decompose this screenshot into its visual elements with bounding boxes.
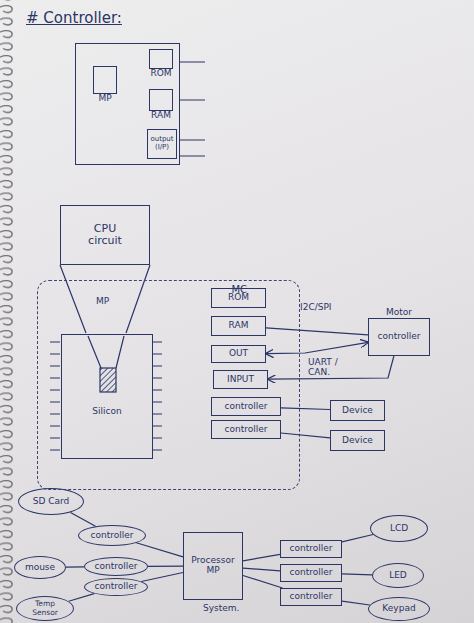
node-text: Device bbox=[342, 436, 373, 446]
controller-box: controller bbox=[280, 564, 342, 582]
memory-box: ROM bbox=[149, 49, 173, 69]
connector-line bbox=[243, 568, 280, 571]
io-box: INPUT bbox=[213, 370, 268, 389]
controller-box: controller bbox=[211, 420, 281, 439]
node-text: controller bbox=[290, 592, 333, 602]
node-text: RAM bbox=[130, 111, 192, 121]
node-text: Device bbox=[342, 406, 373, 416]
connector-line bbox=[342, 601, 370, 605]
controller-box: controller bbox=[280, 588, 342, 606]
node-text: controller bbox=[290, 544, 333, 554]
node-text: output (I/P) bbox=[148, 136, 176, 151]
silicon-die bbox=[100, 368, 116, 392]
connector-line bbox=[268, 356, 394, 379]
processor-box: Processor MP bbox=[183, 532, 243, 600]
node-text: Keypad bbox=[382, 604, 415, 614]
spiral-binding bbox=[0, 0, 16, 623]
node-text: ROM bbox=[130, 69, 192, 79]
connector-line bbox=[71, 512, 96, 526]
peripheral-oval: Temp Sensor bbox=[16, 596, 74, 621]
chip-pins bbox=[50, 342, 162, 450]
io-box: OUT bbox=[211, 345, 266, 363]
node-text: INPUT bbox=[227, 375, 254, 385]
controller-oval: controller bbox=[84, 557, 148, 576]
node-text: LCD bbox=[390, 524, 408, 534]
peripheral-oval: Keypad bbox=[368, 597, 430, 621]
node-text: controller bbox=[290, 568, 333, 578]
node-text: MP bbox=[74, 94, 136, 104]
mc-boundary: MCSiliconROMRAMOUTINPUTcontrollercontrol… bbox=[37, 280, 300, 490]
node-text: controller bbox=[378, 332, 421, 342]
controller-oval: controller bbox=[84, 578, 148, 596]
cpu-box: CPU circuit bbox=[60, 205, 150, 265]
controller-box: Motorcontroller bbox=[368, 318, 430, 356]
controller-oval: controller bbox=[78, 525, 146, 546]
node-text: Motor bbox=[349, 308, 449, 318]
node-text: Silicon bbox=[62, 407, 152, 417]
node-text: Temp Sensor bbox=[24, 600, 66, 617]
connector-line bbox=[342, 573, 372, 575]
node-text: controller bbox=[91, 531, 134, 541]
node-text: SD Card bbox=[33, 497, 70, 507]
connector-line bbox=[136, 543, 183, 557]
connector-line bbox=[281, 408, 330, 410]
connector-line bbox=[342, 535, 373, 542]
connector-line bbox=[243, 554, 280, 560]
note-label: System. bbox=[203, 603, 239, 613]
node-text: ROM bbox=[228, 293, 249, 303]
node-text: mouse bbox=[25, 563, 55, 573]
connector-line bbox=[266, 342, 368, 353]
mp-box: MP bbox=[93, 66, 117, 94]
connector-line bbox=[141, 573, 183, 582]
peripheral-oval: SD Card bbox=[18, 488, 84, 515]
controller-box: controller bbox=[280, 540, 342, 558]
node-text: Processor MP bbox=[190, 556, 236, 576]
edge-label: I2C/SPI bbox=[300, 302, 350, 312]
peripheral-oval: LED bbox=[372, 563, 424, 588]
connector-line bbox=[148, 566, 183, 567]
peripheral-oval: LCD bbox=[370, 515, 428, 542]
node-text: LED bbox=[389, 571, 407, 581]
device-box: Device bbox=[330, 430, 385, 451]
block-box: MP ROM RAM output (I/P) bbox=[75, 43, 180, 165]
chip-body: Silicon bbox=[61, 334, 153, 459]
connector-line bbox=[281, 433, 330, 438]
node-text: controller bbox=[95, 562, 138, 572]
node-text: controller bbox=[95, 582, 138, 592]
connector-line bbox=[66, 566, 84, 567]
page-title: # Controller: bbox=[26, 10, 122, 27]
memory-box: RAM bbox=[211, 316, 266, 336]
memory-box: RAM bbox=[149, 89, 173, 111]
connector-line bbox=[266, 328, 368, 335]
pin-lines bbox=[180, 62, 205, 156]
node-text: RAM bbox=[229, 321, 249, 331]
device-box: Device bbox=[330, 400, 385, 421]
connector-line bbox=[69, 594, 95, 602]
controller-box: controller bbox=[211, 397, 281, 416]
memory-box: ROM bbox=[211, 288, 266, 308]
io-box: output (I/P) bbox=[147, 129, 177, 159]
note-label: MP bbox=[96, 296, 109, 306]
node-text: CPU circuit bbox=[77, 223, 133, 247]
connector-line bbox=[243, 576, 283, 589]
edge-label: UART / CAN. bbox=[308, 357, 354, 378]
node-text: OUT bbox=[229, 349, 248, 359]
node-text: controller bbox=[225, 402, 268, 412]
peripheral-oval: mouse bbox=[14, 556, 66, 579]
node-text: controller bbox=[225, 425, 268, 435]
